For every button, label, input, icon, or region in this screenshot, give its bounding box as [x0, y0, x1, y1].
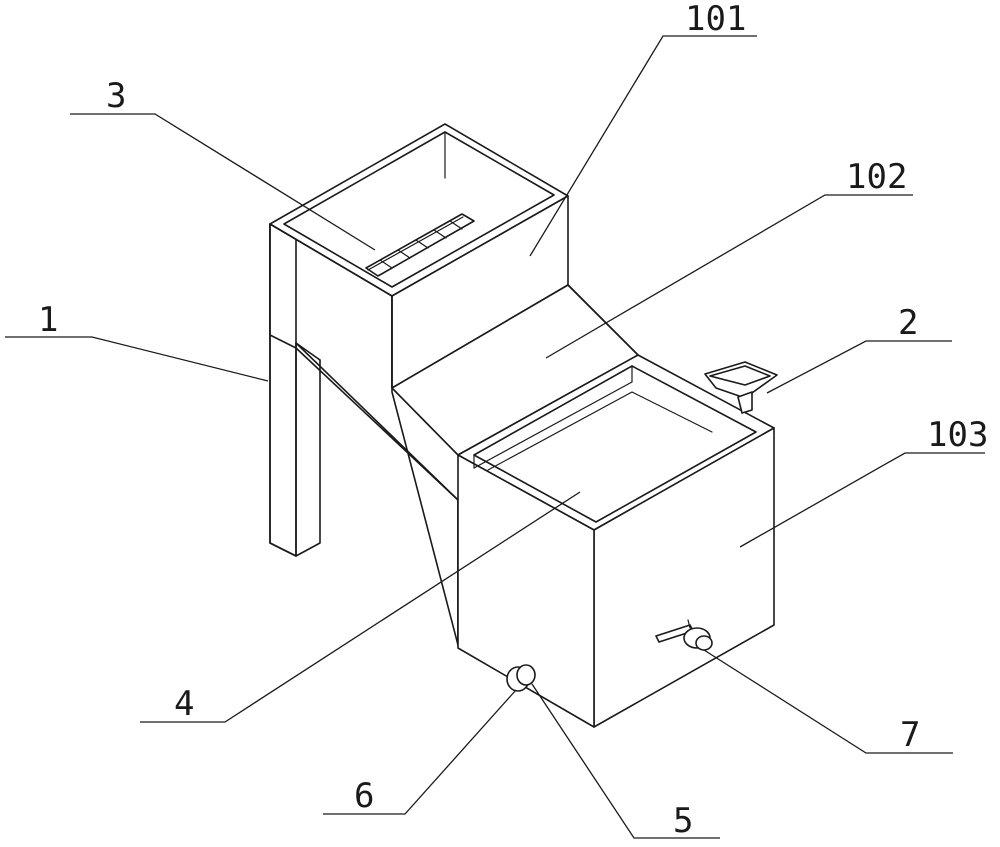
label-5: 5 [673, 801, 693, 841]
label-2: 2 [898, 303, 918, 343]
upper-tank-101 [269, 123, 569, 389]
funnel-2 [704, 361, 778, 414]
label-3: 3 [106, 76, 126, 116]
lower-tank-103 [457, 354, 775, 728]
label-6: 6 [354, 776, 374, 816]
leader-lines [5, 35, 985, 839]
label-4: 4 [174, 684, 194, 724]
label-103: 103 [927, 415, 988, 455]
valve-7 [655, 619, 713, 651]
part-labels: 101 3 102 1 2 103 4 7 6 5 [38, 0, 988, 841]
label-102: 102 [846, 157, 907, 197]
drain-fitting-5-6 [506, 664, 536, 692]
label-7: 7 [900, 715, 920, 755]
label-1: 1 [38, 300, 58, 340]
filter-grid-3 [365, 213, 475, 277]
label-101: 101 [685, 0, 746, 39]
